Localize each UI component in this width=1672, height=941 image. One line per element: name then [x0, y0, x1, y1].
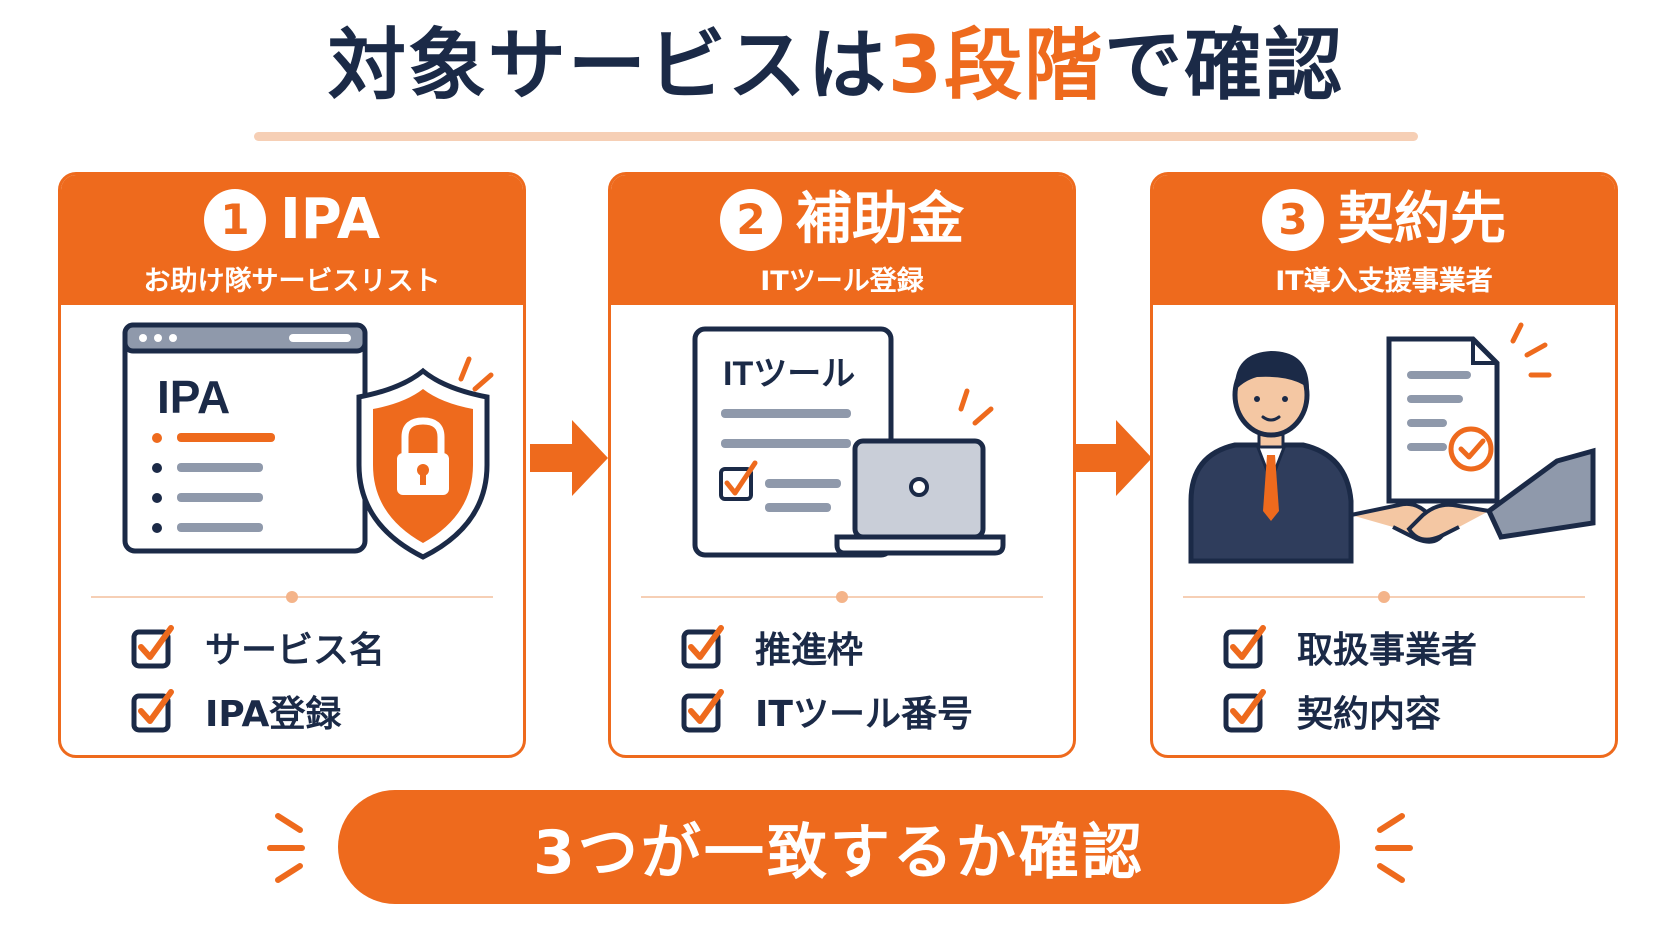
checkbox-checked-icon [681, 689, 724, 733]
checkbox-checked-icon [131, 689, 174, 733]
divider-dot [836, 591, 848, 603]
shield-lock-icon: IPA [122, 322, 494, 560]
list-item: 契約内容 [1223, 679, 1477, 743]
arrow-right-icon [530, 420, 608, 496]
item-label: IPA登録 [205, 694, 342, 735]
title-part2: で確認 [1104, 21, 1345, 111]
checklist: 取扱事業者 契約内容 [1223, 615, 1477, 743]
sparkle-left-icon [267, 813, 305, 883]
card-title: 補助金 [796, 187, 964, 253]
step-number-badge: 1 [203, 189, 266, 251]
checkbox-checked-icon [131, 625, 174, 669]
list-item: ITツール番号 [681, 679, 973, 743]
step-number-badge: 2 [720, 189, 782, 251]
title-highlight: 3段階 [887, 21, 1105, 111]
item-label: ITツール番号 [755, 694, 973, 735]
checkbox-checked-icon [681, 625, 724, 669]
item-label: 契約内容 [1297, 694, 1442, 735]
card-title: 契約先 [1338, 187, 1506, 253]
page-title: 対象サービスは3段階で確認 [0, 21, 1672, 112]
checkbox-checked-icon [1223, 689, 1266, 733]
step-card-subsidy: 2 補助金 ITツール登録 ITツール 推進枠 [608, 172, 1076, 758]
step-number-badge: 3 [1262, 189, 1324, 251]
card-subtitle: IT導入支援事業者 [1275, 266, 1493, 297]
card-subtitle: ITツール登録 [760, 266, 924, 297]
step-card-contract: 3 契約先 IT導入支援事業者 取扱事業者 [1150, 172, 1618, 758]
divider-dot [1378, 591, 1390, 603]
title-part1: 対象サービスは [327, 21, 888, 111]
sparkle-right-icon [1375, 813, 1413, 883]
arrow-right-icon [1074, 420, 1152, 496]
card-title: IPA [279, 187, 381, 253]
checkbox-checked-icon [1223, 625, 1266, 669]
item-label: 取扱事業者 [1297, 630, 1478, 671]
card-subtitle: お助け隊サービスリスト [143, 266, 441, 297]
summary-banner: 3つが一致するか確認 [338, 790, 1340, 904]
title-underline [254, 132, 1418, 141]
card-header: 2 補助金 ITツール登録 [611, 175, 1073, 305]
card-header: 3 契約先 IT導入支援事業者 [1153, 175, 1615, 305]
handshake-contract-icon [1188, 322, 1596, 564]
illustration-label: IPA [157, 371, 230, 423]
checklist: 推進枠 ITツール番号 [681, 615, 973, 743]
list-item: 取扱事業者 [1223, 615, 1477, 679]
item-label: 推進枠 [755, 630, 864, 671]
step-card-ipa: 1 IPA お助け隊サービスリスト IPA サービス名 [58, 172, 526, 758]
illustration-label: ITツール [723, 355, 855, 393]
list-item: IPA登録 [131, 679, 385, 743]
item-label: サービス名 [205, 630, 386, 671]
divider-dot [286, 591, 298, 603]
card-header: 1 IPA お助け隊サービスリスト [61, 175, 523, 305]
list-item: サービス名 [131, 615, 385, 679]
checklist: サービス名 IPA登録 [131, 615, 385, 743]
laptop-document-icon: ITツール [692, 326, 1006, 558]
list-item: 推進枠 [681, 615, 973, 679]
